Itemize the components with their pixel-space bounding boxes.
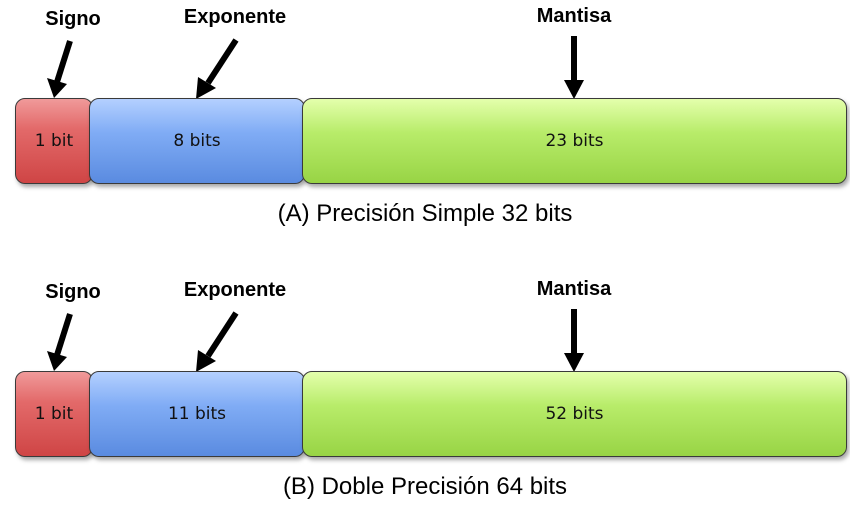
exponent-segment: 8 bits xyxy=(89,98,305,184)
mantissa-label: Mantisa xyxy=(536,278,612,300)
mantissa-arrow-icon xyxy=(564,36,584,99)
sign-bits-label: 1 bit xyxy=(34,404,74,424)
sign-arrow-icon xyxy=(47,313,73,371)
mantissa-label: Mantisa xyxy=(536,5,612,27)
exponent-bits-label: 11 bits xyxy=(167,404,227,424)
mantissa-segment: 23 bits xyxy=(302,98,847,184)
single-precision-diagram: Signo Exponente Mantisa 1 bit 8 bits 23 … xyxy=(0,0,850,250)
double-precision-diagram: Signo Exponente Mantisa 1 bit 11 bits 52… xyxy=(0,273,850,523)
exponent-label: Exponente xyxy=(183,6,287,28)
diagram-caption: (B) Doble Precisión 64 bits xyxy=(282,473,568,500)
mantissa-bits-label: 52 bits xyxy=(545,404,604,424)
sign-segment: 1 bit xyxy=(15,371,93,457)
exponent-bits-label: 8 bits xyxy=(173,131,221,151)
mantissa-bits-label: 23 bits xyxy=(545,131,604,151)
diagram-caption: (A) Precisión Simple 32 bits xyxy=(277,200,573,227)
mantissa-arrow-icon xyxy=(564,309,584,372)
sign-bits-label: 1 bit xyxy=(34,131,74,151)
mantissa-segment: 52 bits xyxy=(302,371,847,457)
exponent-label: Exponente xyxy=(183,279,287,301)
exponent-segment: 11 bits xyxy=(89,371,305,457)
sign-label: Signo xyxy=(45,281,101,303)
sign-arrow-icon xyxy=(47,40,73,98)
sign-label: Signo xyxy=(45,8,101,30)
exponent-arrow-icon xyxy=(196,38,239,99)
exponent-arrow-icon xyxy=(196,311,239,372)
sign-segment: 1 bit xyxy=(15,98,93,184)
